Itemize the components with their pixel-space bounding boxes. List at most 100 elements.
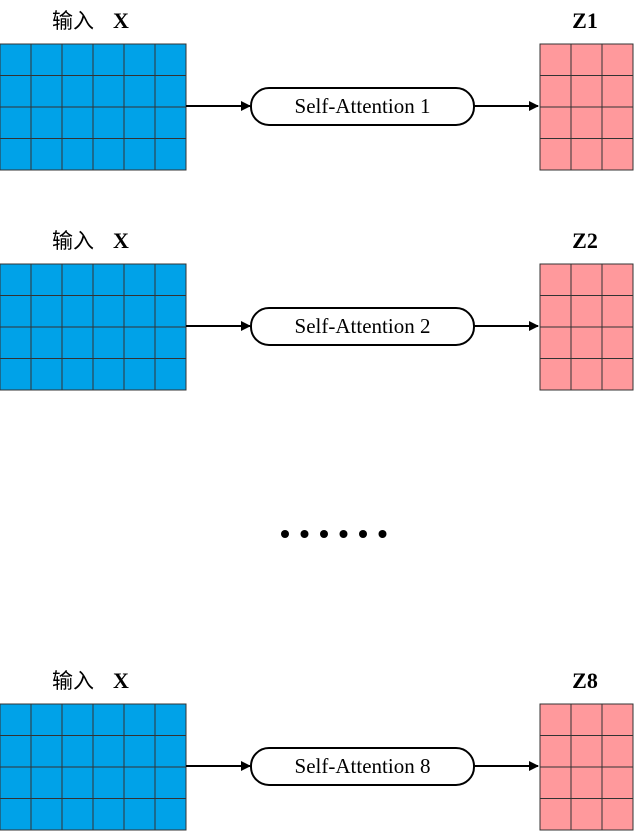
input-matrix: [0, 43, 187, 171]
output-matrix-cell: [570, 358, 603, 391]
input-matrix-cell: [0, 326, 32, 359]
input-matrix-cell: [92, 295, 125, 328]
input-matrix-cell: [92, 358, 125, 391]
self-attention-label: Self-Attention 1: [295, 94, 431, 118]
input-matrix-cell: [123, 326, 156, 359]
input-matrix-cell: [61, 263, 94, 296]
input-matrix-cell: [0, 263, 32, 296]
input-matrix-cell: [92, 138, 125, 171]
ellipsis-dot: [339, 530, 348, 538]
input-matrix-cell: [123, 263, 156, 296]
input-matrix-cell: [30, 295, 63, 328]
input-matrix-cell: [154, 43, 187, 76]
input-matrix-cell: [154, 75, 187, 108]
input-matrix-cell: [30, 106, 63, 139]
input-matrix-cell: [92, 263, 125, 296]
input-matrix-cell: [61, 326, 94, 359]
input-matrix-cell: [154, 358, 187, 391]
output-matrix-cell: [539, 75, 572, 108]
output-matrix-cell: [570, 263, 603, 296]
output-label: Z1: [572, 8, 598, 33]
input-matrix-cell: [61, 735, 94, 768]
input-matrix-cell: [92, 703, 125, 736]
input-variable: X: [113, 668, 129, 693]
input-matrix-cell: [61, 798, 94, 831]
input-matrix-cell: [123, 106, 156, 139]
head-row-8: 输入 X Self-Attention 8 Z8: [0, 668, 634, 831]
ellipsis-dots: [281, 530, 387, 538]
output-matrix-cell: [539, 798, 572, 831]
input-matrix-cell: [30, 263, 63, 296]
output-matrix-cell: [539, 766, 572, 799]
input-matrix-cell: [154, 106, 187, 139]
output-matrix-cell: [601, 106, 634, 139]
output-matrix-cell: [539, 326, 572, 359]
input-matrix-cell: [0, 43, 32, 76]
input-matrix-cell: [123, 75, 156, 108]
output-matrix-cell: [570, 798, 603, 831]
output-matrix-cell: [570, 138, 603, 171]
output-matrix-cell: [570, 766, 603, 799]
input-variable: X: [113, 228, 129, 253]
ellipsis-dot: [320, 530, 328, 538]
output-matrix-cell: [570, 75, 603, 108]
input-label: 输入: [52, 669, 94, 693]
output-matrix-cell: [539, 263, 572, 296]
input-matrix-cell: [0, 766, 32, 799]
input-matrix-cell: [0, 295, 32, 328]
input-matrix-cell: [0, 358, 32, 391]
output-matrix-cell: [601, 766, 634, 799]
input-matrix-cell: [92, 43, 125, 76]
input-matrix-cell: [123, 295, 156, 328]
input-matrix-cell: [92, 735, 125, 768]
input-matrix-cell: [123, 735, 156, 768]
input-matrix-cell: [0, 106, 32, 139]
input-matrix-cell: [154, 326, 187, 359]
output-matrix-cell: [601, 703, 634, 736]
output-matrix-cell: [601, 358, 634, 391]
input-variable: X: [113, 8, 129, 33]
input-matrix-cell: [0, 138, 32, 171]
input-matrix-cell: [92, 75, 125, 108]
input-matrix-cell: [61, 43, 94, 76]
input-matrix-cell: [61, 106, 94, 139]
input-matrix-cell: [61, 703, 94, 736]
head-row-2: 输入 X Self-Attention 2 Z2: [0, 228, 634, 391]
input-matrix-cell: [0, 798, 32, 831]
input-matrix-cell: [154, 766, 187, 799]
input-matrix-cell: [154, 735, 187, 768]
input-matrix-cell: [123, 43, 156, 76]
ellipsis-dot: [281, 530, 289, 538]
output-matrix-cell: [539, 295, 572, 328]
input-matrix-cell: [30, 358, 63, 391]
output-matrix-cell: [539, 735, 572, 768]
output-matrix-cell: [570, 735, 603, 768]
output-matrix-cell: [601, 326, 634, 359]
output-matrix-cell: [601, 263, 634, 296]
input-matrix: [0, 703, 187, 831]
output-matrix-cell: [570, 295, 603, 328]
output-matrix: [539, 43, 634, 171]
input-matrix-cell: [0, 75, 32, 108]
output-matrix-cell: [570, 703, 603, 736]
output-matrix-cell: [601, 43, 634, 76]
input-matrix-cell: [30, 43, 63, 76]
input-matrix-cell: [61, 766, 94, 799]
input-label: 输入: [52, 229, 94, 253]
input-matrix-cell: [61, 75, 94, 108]
input-matrix-cell: [30, 766, 63, 799]
input-matrix-cell: [92, 106, 125, 139]
output-matrix-cell: [539, 358, 572, 391]
input-matrix-cell: [61, 295, 94, 328]
output-matrix-cell: [601, 295, 634, 328]
input-matrix-cell: [30, 326, 63, 359]
output-matrix-cell: [601, 75, 634, 108]
self-attention-label: Self-Attention 8: [295, 754, 431, 778]
output-matrix-cell: [570, 43, 603, 76]
input-label: 输入: [52, 9, 94, 33]
output-matrix-cell: [539, 138, 572, 171]
self-attention-label: Self-Attention 2: [295, 314, 431, 338]
output-matrix-cell: [570, 106, 603, 139]
input-matrix-cell: [154, 703, 187, 736]
